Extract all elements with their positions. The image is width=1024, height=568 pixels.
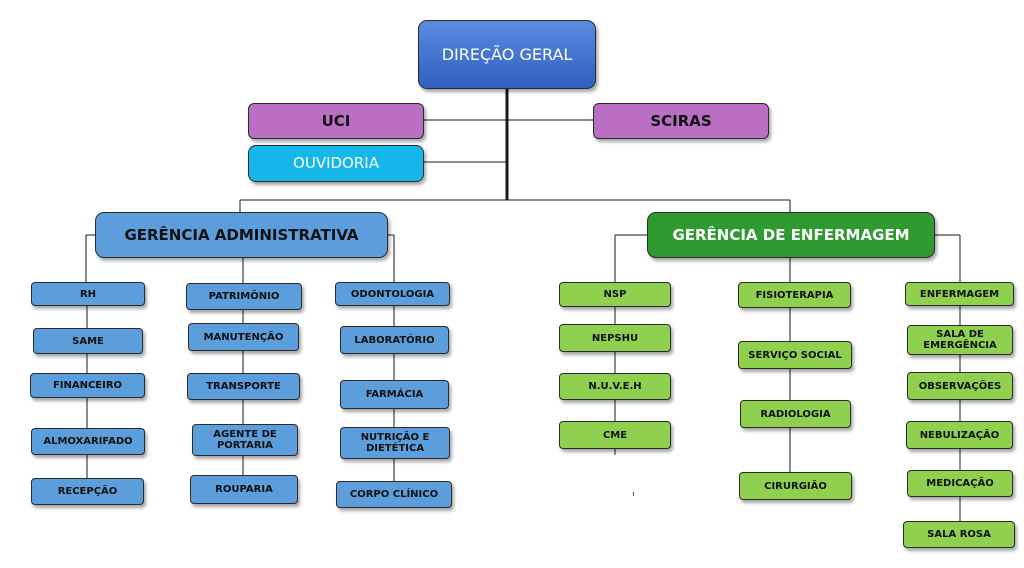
node-nsp: NSP (559, 282, 671, 307)
node-label: MANUTENÇÃO (203, 331, 284, 343)
node-servico-social: SERVIÇO SOCIAL (738, 341, 852, 369)
node-label: CIRURGIÃO (764, 480, 827, 492)
node-transporte: TRANSPORTE (187, 373, 300, 400)
node-manutencao: MANUTENÇÃO (188, 323, 299, 351)
node-label: FISIOTERAPIA (755, 289, 834, 301)
node-agente-de-portaria: AGENTE DE PORTARIA (192, 424, 298, 456)
node-label: PATRIMÔNIO (208, 291, 280, 302)
node-label: FARMÁCIA (365, 389, 424, 400)
stray-dot (633, 492, 634, 496)
node-same: SAME (33, 328, 143, 354)
node-nuveh: N.U.V.E.H (559, 373, 671, 400)
node-label: FINANCEIRO (52, 380, 123, 391)
node-ouvidoria: OUVIDORIA (248, 145, 424, 182)
node-sala-de-emergencia: SALA DE EMERGÊNCIA (907, 325, 1013, 355)
node-label: TRANSPORTE (206, 381, 281, 392)
node-label: NEBULIZAÇÃO (919, 429, 1000, 441)
node-farmacia: FARMÁCIA (340, 380, 449, 409)
node-odontologia: ODONTOLOGIA (335, 282, 450, 306)
node-label: DIREÇÃO GERAL (441, 44, 573, 64)
node-label: OBSERVAÇÕES (918, 380, 1002, 392)
node-label: NSP (603, 289, 627, 300)
node-recepcao: RECEPÇÃO (31, 478, 144, 505)
node-enfermagem: ENFERMAGEM (905, 282, 1014, 306)
node-label: SCIRAS (650, 111, 712, 130)
node-fisioterapia: FISIOTERAPIA (738, 282, 851, 308)
node-almoxarifado: ALMOXARIFADO (31, 428, 145, 455)
node-gerencia-enfermagem: GERÊNCIA DE ENFERMAGEM (647, 212, 935, 258)
node-label: ODONTOLOGIA (350, 288, 435, 300)
node-laboratorio: LABORATÓRIO (340, 326, 449, 354)
node-sala-rosa: SALA ROSA (903, 521, 1015, 548)
node-label: GERÊNCIA ADMINISTRATIVA (124, 225, 359, 244)
node-label: AGENTE DE PORTARIA (213, 429, 277, 451)
node-label: ENFERMAGEM (919, 288, 1000, 300)
node-label: RECEPÇÃO (57, 486, 118, 497)
node-radiologia: RADIOLOGIA (740, 400, 851, 428)
node-cirurgiao: CIRURGIÃO (739, 472, 852, 500)
node-label: CORPO CLÍNICO (349, 489, 439, 500)
node-label: OUVIDORIA (293, 154, 379, 173)
node-patrimonio: PATRIMÔNIO (186, 283, 302, 310)
node-rh: RH (31, 282, 145, 306)
node-label: CME (602, 429, 628, 441)
node-corpo-clinico: CORPO CLÍNICO (336, 481, 452, 508)
node-label: UCI (321, 111, 351, 130)
node-label: LABORATÓRIO (354, 334, 435, 346)
node-label: SERVIÇO SOCIAL (748, 349, 842, 361)
node-sciras: SCIRAS (593, 103, 769, 139)
node-rouparia: ROUPARIA (190, 475, 298, 504)
node-direcao-geral: DIREÇÃO GERAL (418, 20, 596, 89)
node-nebulizacao: NEBULIZAÇÃO (906, 421, 1013, 449)
node-cme: CME (559, 421, 671, 449)
node-label: SALA DE EMERGÊNCIA (923, 329, 997, 351)
node-nepshu: NEPSHU (559, 324, 671, 352)
node-label: RH (79, 288, 97, 300)
node-observacoes: OBSERVAÇÕES (907, 372, 1013, 400)
node-gerencia-administrativa: GERÊNCIA ADMINISTRATIVA (95, 212, 388, 258)
node-label: ALMOXARIFADO (43, 436, 133, 447)
node-label: MEDICAÇÃO (926, 478, 994, 489)
node-financeiro: FINANCEIRO (30, 373, 145, 398)
node-label: NUTRIÇÃO E DIETÉTICA (360, 432, 430, 454)
node-label: N.U.V.E.H (588, 381, 642, 392)
node-label: SAME (72, 335, 104, 347)
node-medicacao: MEDICAÇÃO (907, 470, 1013, 497)
node-label: NEPSHU (591, 332, 639, 344)
node-label: RADIOLOGIA (760, 408, 831, 420)
node-label: ROUPARIA (215, 484, 273, 495)
node-label: SALA ROSA (927, 529, 991, 540)
node-label: GERÊNCIA DE ENFERMAGEM (672, 225, 910, 244)
node-nutricao-e-dietetica: NUTRIÇÃO E DIETÉTICA (340, 427, 450, 459)
node-uci: UCI (248, 103, 424, 139)
